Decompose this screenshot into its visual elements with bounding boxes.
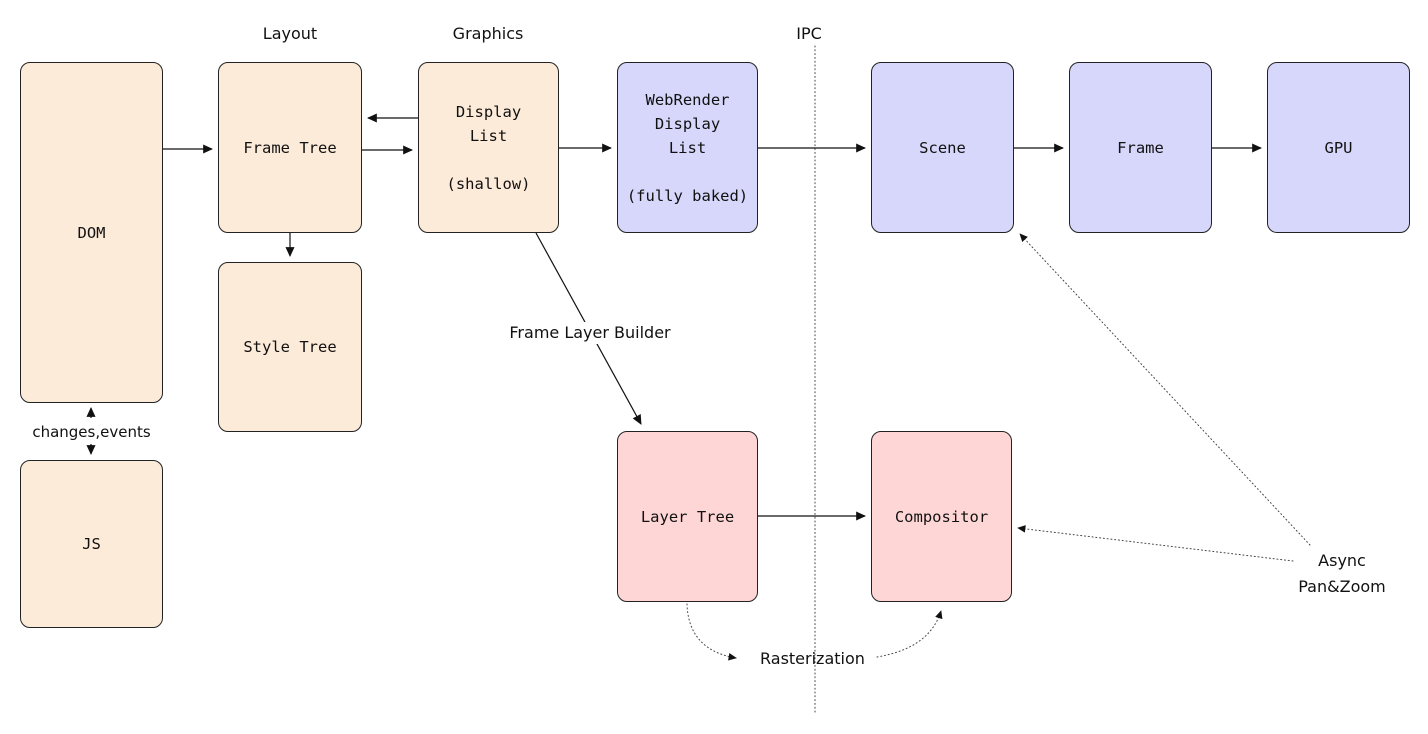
edge-label-rasterization: Rasterization [760, 649, 865, 668]
node-gpu: GPU [1267, 62, 1410, 233]
node-frame-tree-label: Frame Tree [243, 138, 337, 157]
node-frame: Frame [1069, 62, 1212, 233]
node-frame-tree: Frame Tree [218, 62, 362, 233]
node-js-label: JS [82, 535, 101, 553]
node-gpu-label: GPU [1324, 138, 1353, 157]
arrow-rasterization-to-compositor [876, 610, 943, 658]
node-js: JS [20, 460, 163, 628]
node-layer-tree: Layer Tree [617, 431, 758, 602]
node-display-list: Display List (shallow) [418, 62, 559, 233]
edge-label-changes-events: changes,events [32, 423, 151, 441]
node-scene: Scene [871, 62, 1014, 233]
node-display-list-label: Display List [455, 102, 522, 145]
edge-label-frame-layer-builder: Frame Layer Builder [498, 322, 682, 344]
arrow-layer-tree-to-rasterization [686, 603, 737, 661]
arrow-async-pan-zoom-to-scene [1019, 233, 1311, 546]
node-scene-label: Scene [919, 138, 966, 157]
node-webrender-display-list: WebRender Display List (fully baked) [617, 62, 758, 233]
section-label-graphics: Graphics [452, 24, 524, 43]
section-label-layout: Layout [262, 24, 318, 43]
edge-label-async-pan-zoom: Async Pan&Zoom [1298, 551, 1386, 596]
node-display-list-sublabel: (shallow) [446, 174, 531, 193]
node-layer-tree-label: Layer Tree [640, 507, 735, 526]
node-frame-label: Frame [1117, 138, 1164, 157]
node-dom-label: DOM [77, 223, 106, 242]
node-webrender-display-list-label: WebRender Display List [645, 90, 730, 157]
node-style-tree: Style Tree [218, 262, 362, 432]
node-compositor: Compositor [871, 431, 1012, 602]
arrow-async-pan-zoom-to-compositor [1017, 525, 1294, 562]
node-webrender-display-list-sublabel: (fully baked) [626, 186, 749, 205]
node-style-tree-label: Style Tree [243, 338, 337, 356]
node-dom: DOM [20, 62, 163, 403]
section-label-ipc: IPC [796, 24, 822, 43]
node-compositor-label: Compositor [894, 507, 989, 526]
